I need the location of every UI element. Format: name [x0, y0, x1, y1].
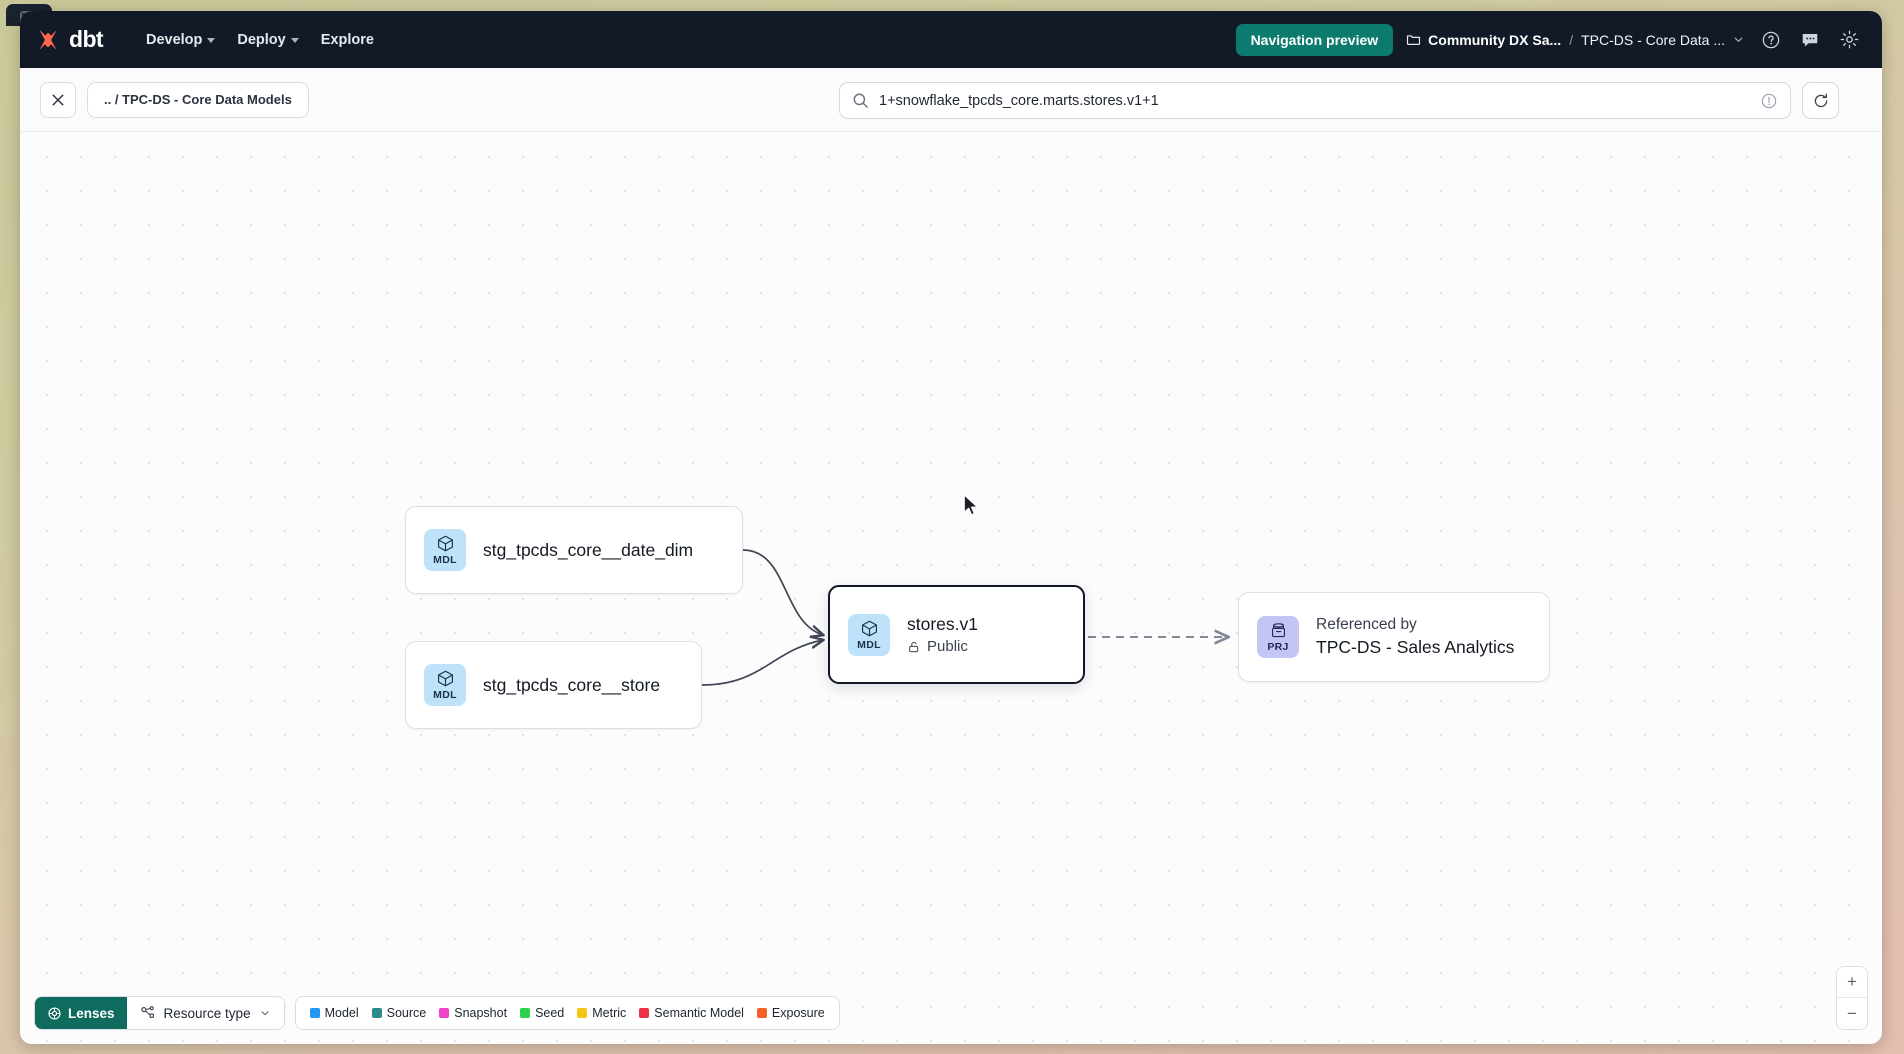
graph-bottom-toolbar: Lenses Resource type — [34, 996, 840, 1030]
search-input[interactable] — [879, 92, 1750, 109]
graph-node-label: stores.v1 — [907, 614, 978, 634]
lineage-edges — [701, 549, 1882, 686]
model-badge-label: MDL — [857, 638, 881, 651]
legend-swatch — [309, 1008, 320, 1018]
cube-icon — [861, 620, 877, 637]
legend-swatch — [371, 1008, 382, 1018]
graph-node-stg-tpcds-core-store[interactable]: MDL stg_tpcds_core__store — [405, 641, 702, 729]
graph-node-label: TPC-DS - Sales Analytics — [1316, 637, 1515, 657]
nodes-icon — [140, 1006, 154, 1018]
feedback-icon[interactable] — [1797, 27, 1823, 53]
refresh-button[interactable] — [1802, 82, 1839, 119]
explore-toolbar: .. / TPC-DS - Core Data Models — [20, 68, 1882, 132]
gear-icon[interactable] — [1836, 27, 1862, 53]
legend-label: Metric — [592, 1006, 627, 1020]
info-circle-icon[interactable] — [1760, 92, 1778, 110]
graph-node-stg-tpcds-core-date-dim[interactable]: MDL stg_tpcds_core__date_dim — [405, 506, 743, 594]
navigation-preview-button[interactable]: Navigation preview — [1235, 23, 1394, 56]
dbt-x-logo-icon — [39, 29, 57, 50]
resource-type-legend: Model Source Snapshot Seed — [294, 996, 840, 1030]
model-badge: MDL — [848, 613, 890, 656]
legend-item-metric: Metric — [577, 1006, 626, 1020]
help-circle-icon[interactable] — [1758, 27, 1784, 53]
search-area — [839, 82, 1839, 119]
legend-item-source: Source — [371, 1006, 427, 1020]
graph-node-referenced-by-project[interactable]: PRJ Referenced by TPC-DS - Sales Analyti… — [1238, 592, 1550, 682]
unlock-icon — [909, 641, 919, 652]
top-navigation-bar: dbt Develop Deploy Explore Navigation pr… — [20, 11, 1882, 68]
nav-item-develop[interactable]: Develop — [135, 25, 226, 55]
graph-node-label: stg_tpcds_core__store — [483, 674, 661, 695]
legend-label: Snapshot — [454, 1006, 508, 1020]
legend-swatch — [756, 1008, 767, 1018]
cube-icon — [437, 670, 453, 687]
edge-date-dim-to-stores — [742, 549, 823, 635]
context-breadcrumb-chip[interactable]: .. / TPC-DS - Core Data Models — [87, 81, 309, 118]
dbt-wordmark: dbt — [69, 26, 104, 52]
edge-store-to-stores — [701, 640, 823, 686]
legend-item-exposure: Exposure — [756, 1006, 825, 1020]
lens-control-group: Lenses Resource type — [34, 996, 285, 1030]
zoom-out-button[interactable]: − — [1847, 1003, 1857, 1023]
dbt-explore-app: dbt Develop Deploy Explore Navigation pr… — [20, 11, 1882, 1044]
breadcrumb-account[interactable]: Community DX Sa... — [1428, 31, 1562, 48]
project-badge-label: PRJ — [1267, 641, 1289, 654]
model-badge-label: MDL — [433, 554, 457, 567]
lenses-button[interactable]: Lenses — [35, 997, 127, 1029]
nav-item-explore-label: Explore — [320, 31, 374, 48]
legend-item-semantic-model: Semantic Model — [639, 1006, 744, 1020]
graph-node-stores-v1[interactable]: MDL stores.v1 Public — [828, 585, 1085, 684]
search-icon — [853, 93, 868, 108]
legend-label: Exposure — [771, 1006, 825, 1020]
legend-swatch — [639, 1008, 650, 1018]
chevron-down-icon — [290, 38, 299, 43]
breadcrumb: Community DX Sa... / TPC-DS - Core Data … — [1406, 32, 1745, 48]
model-badge-label: MDL — [433, 689, 457, 702]
graph-node-text-stack: stores.v1 Public — [907, 614, 978, 655]
legend-item-model: Model — [309, 1006, 359, 1020]
zoom-controls: + − — [1836, 966, 1868, 1030]
refresh-icon — [1814, 93, 1827, 107]
nav-item-deploy[interactable]: Deploy — [226, 25, 309, 55]
breadcrumb-separator: / — [1569, 31, 1574, 48]
chevron-down-icon — [261, 1011, 269, 1016]
chevron-down-icon[interactable] — [1732, 33, 1745, 46]
legend-label: Model — [324, 1006, 359, 1020]
graph-node-kicker: Referenced by — [1316, 616, 1417, 633]
legend-label: Semantic Model — [654, 1006, 744, 1020]
legend-item-seed: Seed — [520, 1006, 564, 1020]
cube-icon — [437, 535, 453, 552]
dbt-logo[interactable]: dbt — [34, 26, 104, 54]
chevron-down-icon — [207, 38, 216, 43]
project-badge: PRJ — [1257, 616, 1299, 658]
nav-item-develop-label: Develop — [145, 31, 203, 48]
nav-item-deploy-label: Deploy — [237, 31, 286, 48]
model-badge: MDL — [424, 664, 466, 706]
legend-label: Source — [386, 1006, 427, 1020]
legend-swatch — [577, 1008, 588, 1018]
lenses-label: Lenses — [68, 1005, 115, 1021]
legend-item-snapshot: Snapshot — [439, 1006, 507, 1020]
resource-type-dropdown[interactable]: Resource type — [127, 997, 284, 1029]
close-button[interactable] — [40, 81, 76, 118]
project-stack-icon — [1271, 623, 1285, 638]
lineage-graph-canvas[interactable]: MDL stg_tpcds_core__date_dim MDL stg_tpc… — [20, 132, 1882, 1044]
graph-node-access: Public — [907, 638, 978, 655]
resource-type-label: Resource type — [163, 1005, 251, 1021]
search-box[interactable] — [839, 82, 1791, 119]
graph-node-label: stg_tpcds_core__date_dim — [483, 539, 694, 560]
zoom-in-button[interactable]: + — [1837, 967, 1867, 998]
graph-node-text-stack: Referenced by TPC-DS - Sales Analytics — [1316, 616, 1514, 658]
model-badge: MDL — [424, 529, 466, 571]
legend-swatch — [439, 1008, 450, 1018]
close-icon — [52, 93, 64, 106]
top-navigation-right: Navigation preview Community DX Sa... / … — [1235, 23, 1862, 56]
lens-icon — [48, 1006, 61, 1020]
folder-icon — [1407, 35, 1421, 45]
legend-label: Seed — [535, 1006, 565, 1020]
breadcrumb-project[interactable]: TPC-DS - Core Data ... — [1581, 31, 1725, 48]
nav-item-explore[interactable]: Explore — [310, 25, 385, 55]
graph-node-access-label: Public — [927, 638, 968, 655]
legend-swatch — [520, 1008, 531, 1018]
